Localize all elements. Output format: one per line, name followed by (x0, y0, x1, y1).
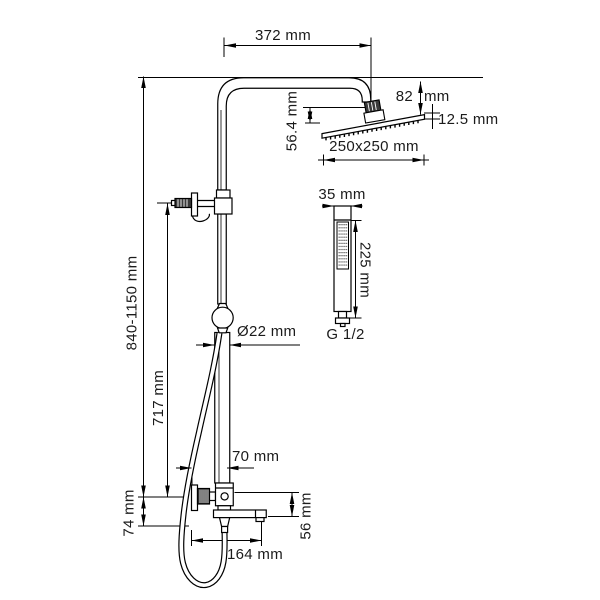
shower-hose (178, 332, 228, 589)
bath-spout (212, 509, 267, 519)
overhead-shower (321, 99, 426, 141)
label-head-size: 250x250 mm (329, 138, 419, 155)
holder-hook (191, 213, 211, 223)
label-handshower-width: 35 mm (318, 186, 366, 203)
hand-shower-neck (337, 310, 348, 319)
label-spout-length: 164 mm (227, 546, 283, 563)
spout-aerator (255, 516, 265, 523)
mixer-assembly (190, 482, 267, 534)
locking-knob (174, 197, 193, 209)
dimension-lines (141, 43, 424, 526)
hand-shower-flange (334, 317, 351, 325)
label-thread-connection: G 1/2 (326, 326, 365, 343)
hand-shower-stem (339, 322, 346, 328)
mixer-wall-plate (190, 484, 199, 512)
wall-plate (190, 192, 199, 217)
hose-connector (218, 516, 231, 528)
head-plate (321, 113, 426, 139)
riser-mid-section (217, 213, 227, 305)
spray-dots (338, 223, 348, 268)
shower-column (214, 77, 372, 484)
head-nozzles (325, 120, 419, 141)
label-head-thickness: 12.5 mm (438, 111, 499, 128)
wall-bracket (170, 189, 233, 223)
label-top-width: 372 mm (255, 27, 311, 44)
label-wall-offset: 70 mm (232, 448, 280, 465)
knob-tip (170, 199, 176, 207)
label-holder-height: 717 mm (150, 370, 167, 426)
label-column-height: 840-1150 mm (123, 255, 141, 351)
label-bottom-height: 74 mm (120, 489, 138, 537)
diverter-button (220, 492, 229, 501)
label-handshower-length: 225 mm (356, 242, 374, 298)
riser-and-top-arm (217, 77, 372, 191)
label-head-drop: 56.4 mm (283, 90, 301, 152)
connector-nut (363, 99, 386, 124)
label-head-offset-value: 82 (395, 88, 413, 105)
label-pipe-diameter: Ø22 mm (237, 323, 297, 340)
label-head-offset-unit: mm (424, 88, 450, 105)
hose-nut (221, 525, 229, 534)
body-neck (217, 505, 232, 511)
hand-shower (333, 205, 352, 328)
slider-block-top (215, 189, 231, 199)
label-spout-height: 56 mm (297, 492, 315, 540)
slider-ball-joint (211, 302, 234, 334)
handle-stem (208, 491, 217, 502)
slider-block (213, 197, 233, 215)
